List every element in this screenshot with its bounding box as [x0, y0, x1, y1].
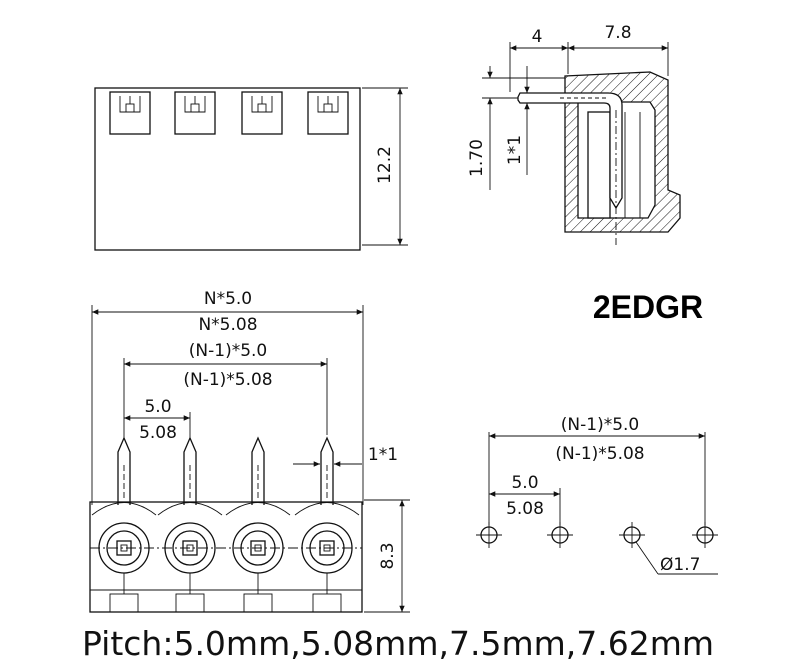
front-terminal	[294, 502, 360, 613]
top-slot	[307, 91, 349, 135]
front-height-label: 8.3	[378, 542, 398, 569]
front-view-terminals	[90, 502, 362, 613]
pcb-hole	[692, 522, 718, 548]
front-pitch-a: 5.0	[144, 397, 171, 417]
front-pin	[251, 436, 265, 505]
pcb-holes	[476, 522, 718, 548]
front-view: N*5.0 N*5.08 (N-1)*5.0 (N-1)*5.08 5.0 5.…	[89, 289, 410, 613]
side-view-pin	[517, 92, 623, 210]
front-terminal	[157, 502, 223, 613]
front-pin-size: 1*1	[368, 445, 398, 465]
top-view: 12.2	[94, 87, 408, 251]
front-view-body	[89, 501, 363, 613]
side-view-dim-a: 4	[532, 27, 543, 47]
pitch-caption: Pitch:5.0mm,5.08mm,7.5mm,7.62mm	[82, 624, 714, 663]
front-pin	[183, 436, 197, 505]
pcb-hole	[619, 522, 645, 548]
front-span-a: (N-1)*5.0	[189, 341, 267, 361]
front-view-pins	[117, 436, 334, 505]
part-code: 2EDGR	[593, 289, 703, 325]
front-terminal	[225, 502, 291, 613]
pcb-span-a: (N-1)*5.0	[561, 415, 639, 435]
front-pin	[320, 436, 334, 505]
front-total-b: N*5.08	[198, 315, 257, 335]
pcb-layout: (N-1)*5.0 (N-1)*5.08 5.0 5.08 Ø1.7	[476, 415, 718, 575]
pcb-span-b: (N-1)*5.08	[555, 444, 644, 464]
pcb-hole	[547, 522, 573, 548]
top-slot	[109, 91, 151, 135]
front-pitch-b: 5.08	[139, 423, 177, 443]
front-span-b: (N-1)*5.08	[183, 370, 272, 390]
pcb-pitch-b: 5.08	[506, 499, 544, 519]
side-view-dim-b: 7.8	[604, 23, 631, 43]
top-view-height-label: 12.2	[375, 146, 395, 184]
pcb-hole-label: Ø1.7	[660, 555, 700, 575]
front-terminal	[91, 502, 157, 613]
front-total-a: N*5.0	[204, 289, 252, 309]
pcb-hole	[476, 522, 502, 548]
top-view-body	[94, 87, 361, 251]
side-view-dim-d: 1*1	[505, 135, 525, 165]
top-slot	[241, 91, 283, 135]
top-slot	[174, 91, 216, 135]
front-pin	[117, 436, 131, 505]
side-view-dim-c: 1.70	[467, 139, 487, 177]
pcb-pitch-a: 5.0	[511, 473, 538, 493]
side-view: 4 7.8 1.70 1*1	[467, 23, 681, 245]
top-view-slots	[109, 91, 349, 135]
